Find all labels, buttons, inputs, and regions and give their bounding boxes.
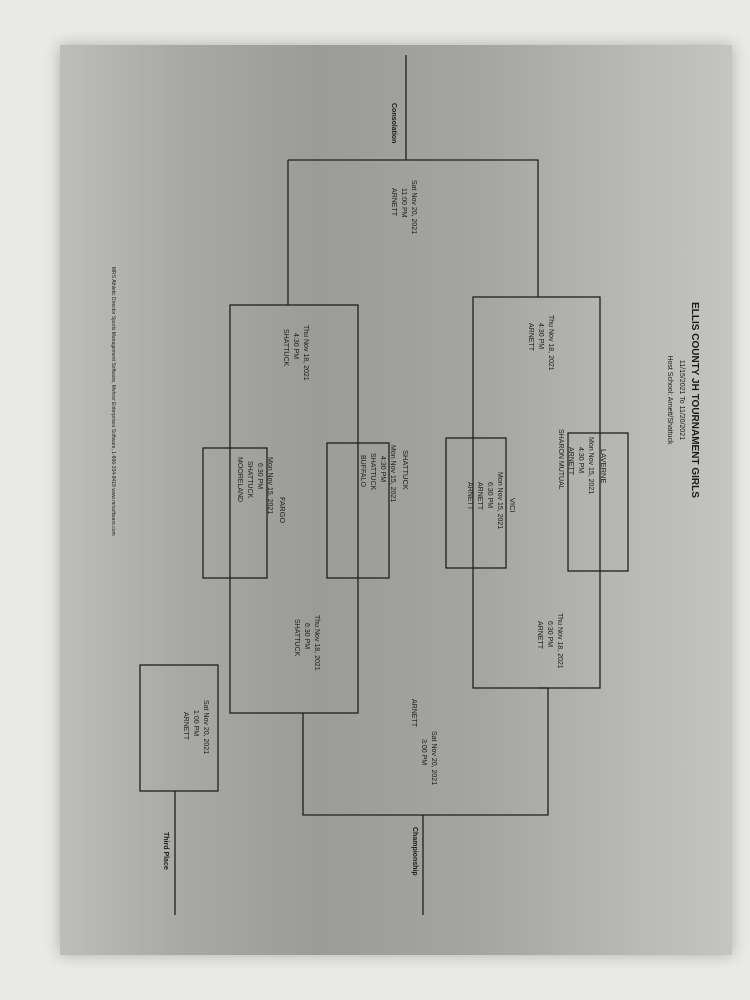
game-date: Thu Nov 18, 2021 bbox=[547, 315, 554, 371]
game-site: SHATTUCK bbox=[246, 461, 253, 499]
game-time: 6:30 PM bbox=[303, 623, 310, 649]
game-fargo: FARGO Mon Nov 15, 2021 6:30 PM SHATTUCK … bbox=[236, 457, 287, 523]
consolation-label: Consolation bbox=[390, 103, 397, 143]
game-site: SHATTUCK bbox=[282, 329, 289, 367]
tournament-bracket: ELLIS COUNTY JH TOURNAMENT GIRLS 11/15/2… bbox=[110, 55, 700, 915]
game-date: Thu Nov 18, 2021 bbox=[313, 615, 320, 671]
semi-bottom-right: Thu Nov 18, 2021 6:30 PM SHATTUCK bbox=[293, 615, 320, 671]
game-time: 11:00 PM bbox=[400, 188, 407, 218]
game-date: Mon Nov 15, 2021 bbox=[496, 472, 503, 529]
game-time: 6:30 PM bbox=[546, 621, 553, 647]
tournament-dates: 11/15/2021 To 11/20/2021 bbox=[678, 360, 685, 440]
semi-top-right: Thu Nov 18, 2021 6:30 PM ARNETT bbox=[536, 613, 563, 669]
championship-label: Championship bbox=[411, 827, 418, 876]
game-time: 6:30 PM bbox=[256, 463, 263, 489]
game-site: ARNETT bbox=[567, 447, 574, 476]
consolation-connector-top bbox=[288, 159, 539, 297]
software-footer: MRS Athletic Director Sports Management … bbox=[110, 267, 116, 536]
game-site: SHATTUCK bbox=[293, 619, 300, 657]
team-laverne: LAVERNE bbox=[599, 449, 608, 483]
team-name: MOORELAND bbox=[236, 457, 243, 502]
host-school: Host School: Arnett/Shattuck bbox=[666, 355, 673, 445]
game-date: Mon Nov 15, 2021 bbox=[587, 437, 594, 494]
team-name: SHARON MUTUAL bbox=[557, 429, 564, 490]
game-site: ARNETT bbox=[527, 323, 534, 352]
team-vici: VICI bbox=[508, 498, 517, 513]
team-name: ARNETT bbox=[466, 482, 473, 511]
game-box-laverne bbox=[567, 432, 629, 572]
game-site: SHATTUCK bbox=[369, 453, 376, 491]
third-place-label: Third Place bbox=[162, 832, 169, 870]
championship-game: Sat Nov 20, 2021 3:00 PM ARNETT bbox=[410, 699, 437, 785]
bracket-sheet: ELLIS COUNTY JH TOURNAMENT GIRLS 11/15/2… bbox=[60, 45, 732, 955]
game-site: ARNETT bbox=[410, 699, 417, 728]
semi-box-shattuck bbox=[229, 304, 359, 714]
game-date: Sat Nov 20, 2021 bbox=[410, 180, 417, 234]
game-date: Sat Nov 20, 2021 bbox=[430, 731, 437, 785]
game-site: ARNETT bbox=[476, 482, 483, 511]
game-date: Sat Nov 20, 2021 bbox=[202, 700, 209, 754]
game-time: 1:00 PM bbox=[192, 710, 199, 736]
game-date: Mon Nov 15, 2021 bbox=[389, 445, 396, 502]
championship-connector bbox=[302, 687, 549, 816]
game-vici: VICI Mon Nov 15, 2021 6:30 PM ARNETT ARN… bbox=[466, 472, 517, 529]
game-site: ARNETT bbox=[182, 712, 189, 741]
consolation-game: Sat Nov 20, 2021 11:00 PM ARNETT bbox=[390, 180, 417, 234]
third-place-box bbox=[139, 664, 219, 792]
game-box-vici bbox=[445, 437, 507, 569]
game-date: Mon Nov 15, 2021 bbox=[266, 457, 273, 514]
game-shattuck: SHATTUCK Mon Nov 15, 2021 4:30 PM SHATTU… bbox=[359, 445, 410, 502]
header: ELLIS COUNTY JH TOURNAMENT GIRLS 11/15/2… bbox=[666, 302, 700, 498]
game-site: ARNETT bbox=[536, 621, 543, 650]
game-date: Thu Nov 18, 2021 bbox=[302, 325, 309, 381]
game-time: 4:30 PM bbox=[577, 447, 584, 473]
game-box-fargo bbox=[202, 447, 268, 579]
third-place-game: Sat Nov 20, 2021 1:00 PM ARNETT bbox=[182, 700, 209, 754]
bracket-lines bbox=[139, 55, 629, 915]
game-date: Thu Nov 18, 2021 bbox=[556, 613, 563, 669]
semi-bottom-left: Thu Nov 18, 2021 4:30 PM SHATTUCK bbox=[282, 325, 309, 381]
game-time: 6:30 PM bbox=[486, 482, 493, 508]
game-time: 4:30 PM bbox=[537, 323, 544, 349]
game-laverne: LAVERNE Mon Nov 15, 2021 4:30 PM ARNETT … bbox=[557, 429, 608, 494]
tournament-title: ELLIS COUNTY JH TOURNAMENT GIRLS bbox=[689, 302, 700, 498]
game-site: ARNETT bbox=[390, 188, 397, 217]
semi-top-left: Thu Nov 18, 2021 4:30 PM ARNETT bbox=[527, 315, 554, 371]
team-shattuck: SHATTUCK bbox=[401, 450, 410, 490]
team-name: BUFFALO bbox=[359, 455, 366, 487]
game-time: 4:30 PM bbox=[292, 333, 299, 359]
game-time: 3:00 PM bbox=[420, 739, 427, 765]
game-time: 4:30 PM bbox=[379, 456, 386, 482]
team-fargo: FARGO bbox=[278, 497, 287, 523]
semi-box-arnett bbox=[472, 296, 601, 689]
